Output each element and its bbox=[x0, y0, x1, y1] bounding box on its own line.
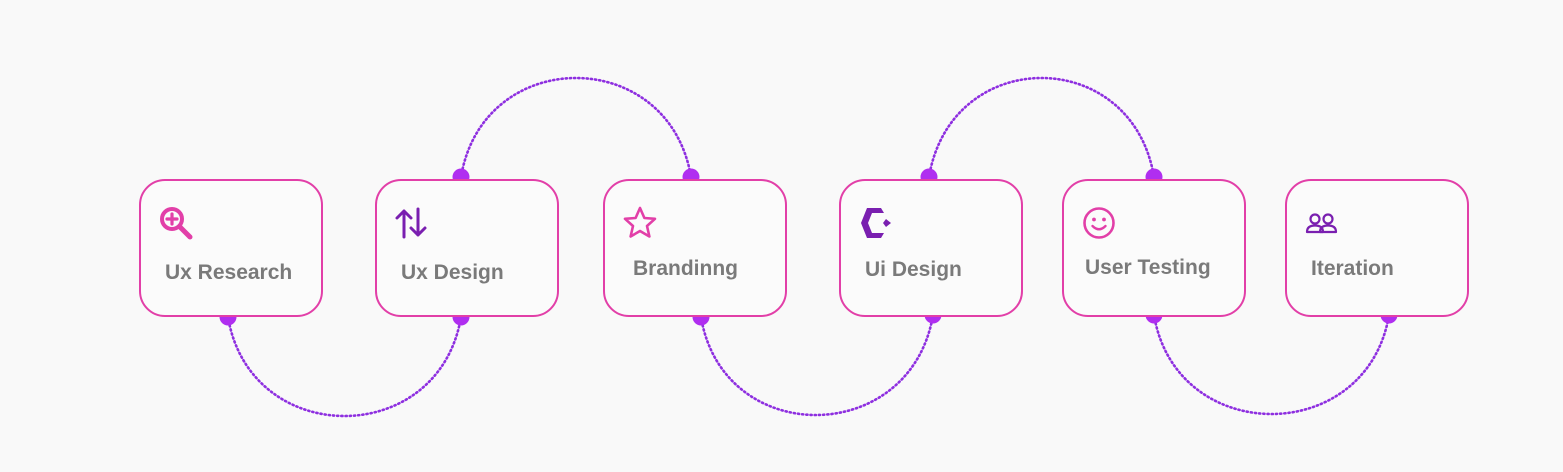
star-icon bbox=[622, 205, 658, 241]
swap-arrows-icon bbox=[394, 205, 430, 241]
connector-brandinng-to-ui-design bbox=[699, 313, 935, 417]
connector-user-testing-to-iteration bbox=[1152, 313, 1391, 416]
smiley-icon bbox=[1081, 205, 1117, 241]
magnifier-plus-icon bbox=[158, 205, 194, 241]
step-label: Ux Design bbox=[401, 261, 504, 284]
step-label: User Testing bbox=[1085, 256, 1211, 279]
step-label: Iteration bbox=[1311, 257, 1394, 280]
step-label: Ux Research bbox=[165, 261, 293, 284]
step-card-brandinng[interactable]: Brandinng bbox=[603, 179, 787, 317]
step-card-iteration[interactable]: Iteration bbox=[1285, 179, 1469, 317]
users-icon bbox=[1304, 205, 1340, 241]
connector-ui-design-to-user-testing bbox=[927, 76, 1156, 179]
connector-ux-research-to-ux-design bbox=[226, 315, 463, 418]
step-label: Ui Design bbox=[865, 258, 962, 281]
step-label: Brandinng bbox=[633, 257, 738, 280]
step-card-ux-design[interactable]: Ux Design bbox=[375, 179, 559, 317]
step-card-user-testing[interactable]: User Testing bbox=[1062, 179, 1246, 317]
hexagon-c-icon bbox=[858, 205, 894, 241]
step-card-ui-design[interactable]: Ui Design bbox=[839, 179, 1023, 317]
step-card-ux-research[interactable]: Ux Research bbox=[139, 179, 323, 317]
connector-ux-design-to-brandinng bbox=[459, 76, 693, 179]
